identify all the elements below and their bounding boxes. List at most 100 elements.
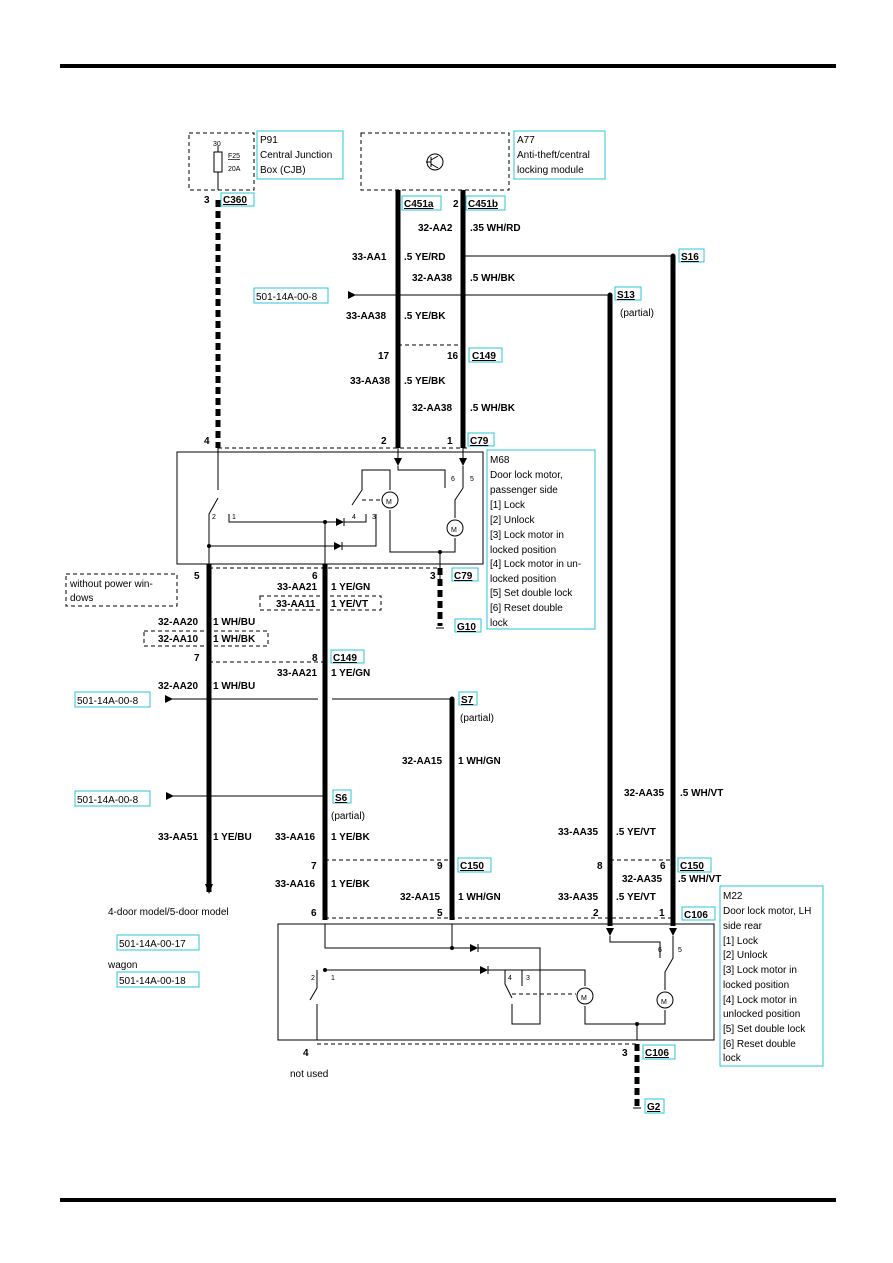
connector-c106a[interactable]: C106 bbox=[684, 910, 708, 921]
splice-s7[interactable]: S7 bbox=[461, 695, 474, 706]
wire-id: 32-AA38 bbox=[412, 273, 452, 284]
pin: 8 bbox=[597, 861, 603, 872]
wire-color: .5 WH/BK bbox=[470, 403, 516, 414]
pin: 7 bbox=[194, 653, 200, 664]
wire-color: .5 YE/BK bbox=[404, 376, 446, 387]
switch-label: 3 bbox=[526, 975, 530, 982]
wire-id: 32-AA15 bbox=[400, 892, 440, 903]
partial-note: (partial) bbox=[331, 811, 365, 822]
wire-color: 1 WH/BK bbox=[213, 634, 256, 645]
wire-color: 1 YE/VT bbox=[331, 599, 368, 610]
pin: 6 bbox=[312, 571, 318, 582]
m22-line: lock bbox=[723, 1053, 742, 1064]
wire-color: .5 WH/VT bbox=[678, 874, 721, 885]
wire-id: 32-AA35 bbox=[624, 788, 664, 799]
wire-color: .5 WH/BK bbox=[470, 273, 516, 284]
fuse-label[interactable]: F25 bbox=[228, 153, 240, 160]
wire-color: 1 YE/GN bbox=[331, 582, 370, 593]
ref-link[interactable]: 501-14A-00-18 bbox=[119, 976, 186, 987]
connector-c150b[interactable]: C150 bbox=[680, 861, 704, 872]
m22-label-box bbox=[719, 885, 824, 1067]
note-box bbox=[65, 573, 178, 607]
connector-c451a[interactable]: C451a bbox=[404, 199, 434, 210]
connector-c79b[interactable]: C79 bbox=[454, 571, 473, 582]
m68-label-box bbox=[486, 449, 596, 630]
ground-g2[interactable]: G2 bbox=[647, 1102, 661, 1113]
wire-id: 32-AA20 bbox=[158, 681, 198, 692]
wire-id: 32-AA10 bbox=[158, 634, 198, 645]
a77-outline bbox=[360, 132, 510, 191]
motor-icon: M bbox=[451, 527, 457, 534]
wire-color: 1 WH/GN bbox=[458, 756, 501, 767]
splice-s6[interactable]: S6 bbox=[335, 793, 348, 804]
connector-c360[interactable]: C360 bbox=[223, 195, 247, 206]
ref-link[interactable]: 501-14A-00-8 bbox=[77, 696, 139, 707]
wire-id: 33-AA38 bbox=[350, 376, 390, 387]
pin: 9 bbox=[437, 861, 443, 872]
switch-label: 1 bbox=[232, 514, 236, 521]
ref-link[interactable]: 501-14A-00-8 bbox=[77, 795, 139, 806]
m22-line: [5] Set double lock bbox=[723, 1024, 806, 1035]
connector-c150a[interactable]: C150 bbox=[460, 861, 484, 872]
bottom-rule bbox=[60, 1198, 836, 1202]
fuse-icon bbox=[213, 151, 223, 173]
wire-color: .5 WH/VT bbox=[680, 788, 723, 799]
pin: 17 bbox=[378, 351, 390, 362]
wire-id: 33-AA16 bbox=[275, 879, 315, 890]
connector-c451b[interactable]: C451b bbox=[468, 199, 498, 210]
motor-icon: M bbox=[661, 999, 667, 1006]
wire-id: 33-AA16 bbox=[275, 832, 315, 843]
switch-label: 6 bbox=[451, 476, 455, 483]
connector-c149[interactable]: C149 bbox=[472, 351, 496, 362]
m68-line: Door lock motor, bbox=[490, 470, 563, 481]
ground-g10[interactable]: G10 bbox=[457, 622, 476, 633]
m68-outline bbox=[176, 451, 484, 565]
pin: 1 bbox=[447, 436, 453, 447]
p91-line-1: Central Junction bbox=[260, 150, 332, 161]
m22-line: locked position bbox=[723, 980, 789, 991]
note-line: without power win- bbox=[69, 579, 153, 590]
top-rule bbox=[60, 64, 836, 68]
m68-line: locked position bbox=[490, 574, 556, 585]
connector-c106b[interactable]: C106 bbox=[645, 1048, 669, 1059]
m68-line: lock bbox=[490, 618, 509, 629]
m68-line: [3] Lock motor in bbox=[490, 530, 564, 541]
switch-label: 5 bbox=[678, 947, 682, 954]
wire-id: 32-AA2 bbox=[418, 223, 453, 234]
ref-link[interactable]: 501-14A-00-17 bbox=[119, 939, 186, 950]
wire-id: 33-AA51 bbox=[158, 832, 198, 843]
wire-color: 1 WH/GN bbox=[458, 892, 501, 903]
pin: 2 bbox=[453, 199, 459, 210]
switch-label: 2 bbox=[212, 514, 216, 521]
switch-label: 3 bbox=[372, 514, 376, 521]
m22-line: [3] Lock motor in bbox=[723, 965, 797, 976]
p91-pin: 30 bbox=[213, 141, 221, 148]
connector-c149b[interactable]: C149 bbox=[333, 653, 357, 664]
wire-id: 32-AA15 bbox=[402, 756, 442, 767]
p91-line-0: P91 bbox=[260, 135, 278, 146]
pin: 16 bbox=[447, 351, 459, 362]
m22-line: [4] Lock motor in bbox=[723, 995, 797, 1006]
wire-color: 1 YE/GN bbox=[331, 668, 370, 679]
wire-id: 33-AA38 bbox=[346, 311, 386, 322]
connector-c79[interactable]: C79 bbox=[470, 436, 489, 447]
wagon-note: wagon bbox=[107, 960, 137, 971]
splice-s16[interactable]: S16 bbox=[681, 252, 699, 263]
ref-link[interactable]: 501-14A-00-8 bbox=[256, 292, 318, 303]
splice-s13[interactable]: S13 bbox=[617, 290, 635, 301]
wire-id: 32-AA20 bbox=[158, 617, 198, 628]
pin: 3 bbox=[622, 1048, 628, 1059]
m22-motor-box: M M 2 1 4 3 6 5 M22 Door lock motor, LH … bbox=[277, 862, 824, 1067]
pin: 4 bbox=[204, 436, 210, 447]
pin: 3 bbox=[430, 571, 436, 582]
switch-label: 4 bbox=[352, 514, 356, 521]
m68-line: [4] Lock motor in un- bbox=[490, 559, 581, 570]
wire-color: .5 YE/VT bbox=[616, 892, 656, 903]
model-note: 4-door model/5-door model bbox=[108, 907, 229, 918]
partial-note: (partial) bbox=[620, 308, 654, 319]
m22-line: Door lock motor, LH bbox=[723, 906, 811, 917]
p91-cjb: 30 F25 20A P91 Central Junction Box (CJB… bbox=[188, 130, 344, 191]
pin: 1 bbox=[659, 908, 665, 919]
p91-outline bbox=[188, 132, 255, 191]
